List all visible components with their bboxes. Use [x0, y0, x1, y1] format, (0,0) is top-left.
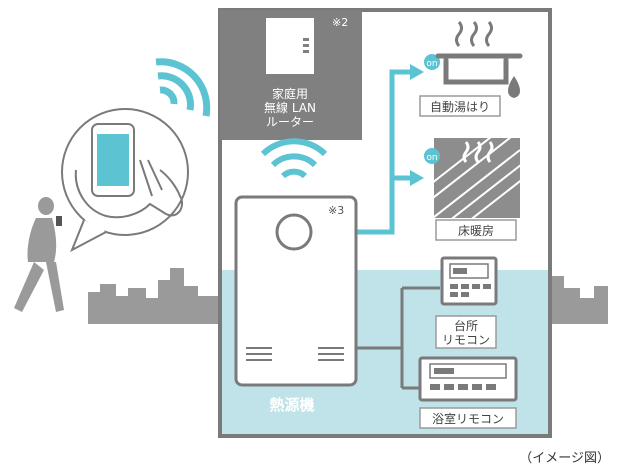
kitchen-remote: 台所 リモコン: [435, 256, 498, 349]
arrow-to-floor-heating: [410, 170, 424, 186]
router-led-2: [303, 44, 309, 47]
router-label-line-3: ルーター: [266, 115, 314, 129]
router-led-3: [303, 50, 309, 53]
svg-text:on: on: [426, 153, 437, 163]
router-note: ※2: [332, 16, 348, 29]
heat-source-dial: [275, 213, 313, 251]
smartphone-bubble: [61, 108, 189, 253]
kitchen-remote-label-line-1: 台所: [454, 318, 478, 333]
city-skyline-left: [88, 268, 218, 324]
water-drop-icon: [508, 76, 520, 98]
bathtub-icon: [435, 53, 523, 85]
router-label-line-1: 家庭用: [272, 86, 308, 101]
vent-right: [318, 347, 344, 361]
hand-icon: [74, 169, 184, 219]
bath-remote: 浴室リモコン: [418, 356, 518, 429]
heat-source-label: 熱源機: [269, 396, 314, 414]
wifi-signal-router-icon: [260, 138, 328, 179]
smartphone-icon: [91, 123, 135, 197]
kitchen-remote-label-box: [435, 315, 497, 349]
router-led-1: [303, 38, 309, 41]
router-panel: ※2 家庭用 無線 LAN ルーター: [220, 10, 362, 140]
connection-lines-blue: [355, 69, 412, 235]
router-label-line-2: 無線 LAN: [264, 100, 316, 115]
bath-remote-label-box: [419, 407, 517, 429]
on-badge-floor: on: [424, 148, 440, 164]
heat-source-unit: ※3 熱源機: [234, 195, 358, 414]
auto-bath-label: 自動湯はり: [430, 100, 490, 114]
heat-waves-icon: [462, 141, 494, 163]
connection-lines-gray: [356, 286, 440, 390]
on-badge-bath: on: [424, 54, 440, 70]
caption: （イメージ図）: [519, 451, 610, 466]
kitchen-remote-screen: [449, 263, 489, 279]
vent-left: [246, 347, 272, 361]
floor-heating-label-box: [435, 219, 517, 241]
bath-remote-screen: [429, 363, 507, 379]
heat-source-note: ※3: [328, 204, 344, 217]
svg-text:on: on: [426, 59, 437, 69]
auto-bath-label-box: [419, 95, 501, 117]
floor-heating-label: 床暖房: [458, 223, 494, 238]
city-skyline-right: [550, 276, 608, 324]
arrow-to-auto-bath: [410, 64, 424, 80]
wifi-signal-outside-icon: [155, 58, 211, 117]
finger-icon: [139, 159, 163, 197]
arrowheads: [410, 64, 424, 186]
auto-bath-feature: on 自動湯はり: [419, 21, 523, 117]
bath-remote-label: 浴室リモコン: [432, 411, 504, 426]
bath-remote-buttons: [430, 384, 496, 390]
kitchen-remote-label-line-2: リモコン: [442, 333, 490, 347]
steam-icon: [455, 21, 493, 47]
floor-heating-feature: on 床暖房: [424, 138, 520, 241]
kitchen-remote-buttons: [450, 284, 491, 297]
person-silhouette: [14, 197, 64, 312]
